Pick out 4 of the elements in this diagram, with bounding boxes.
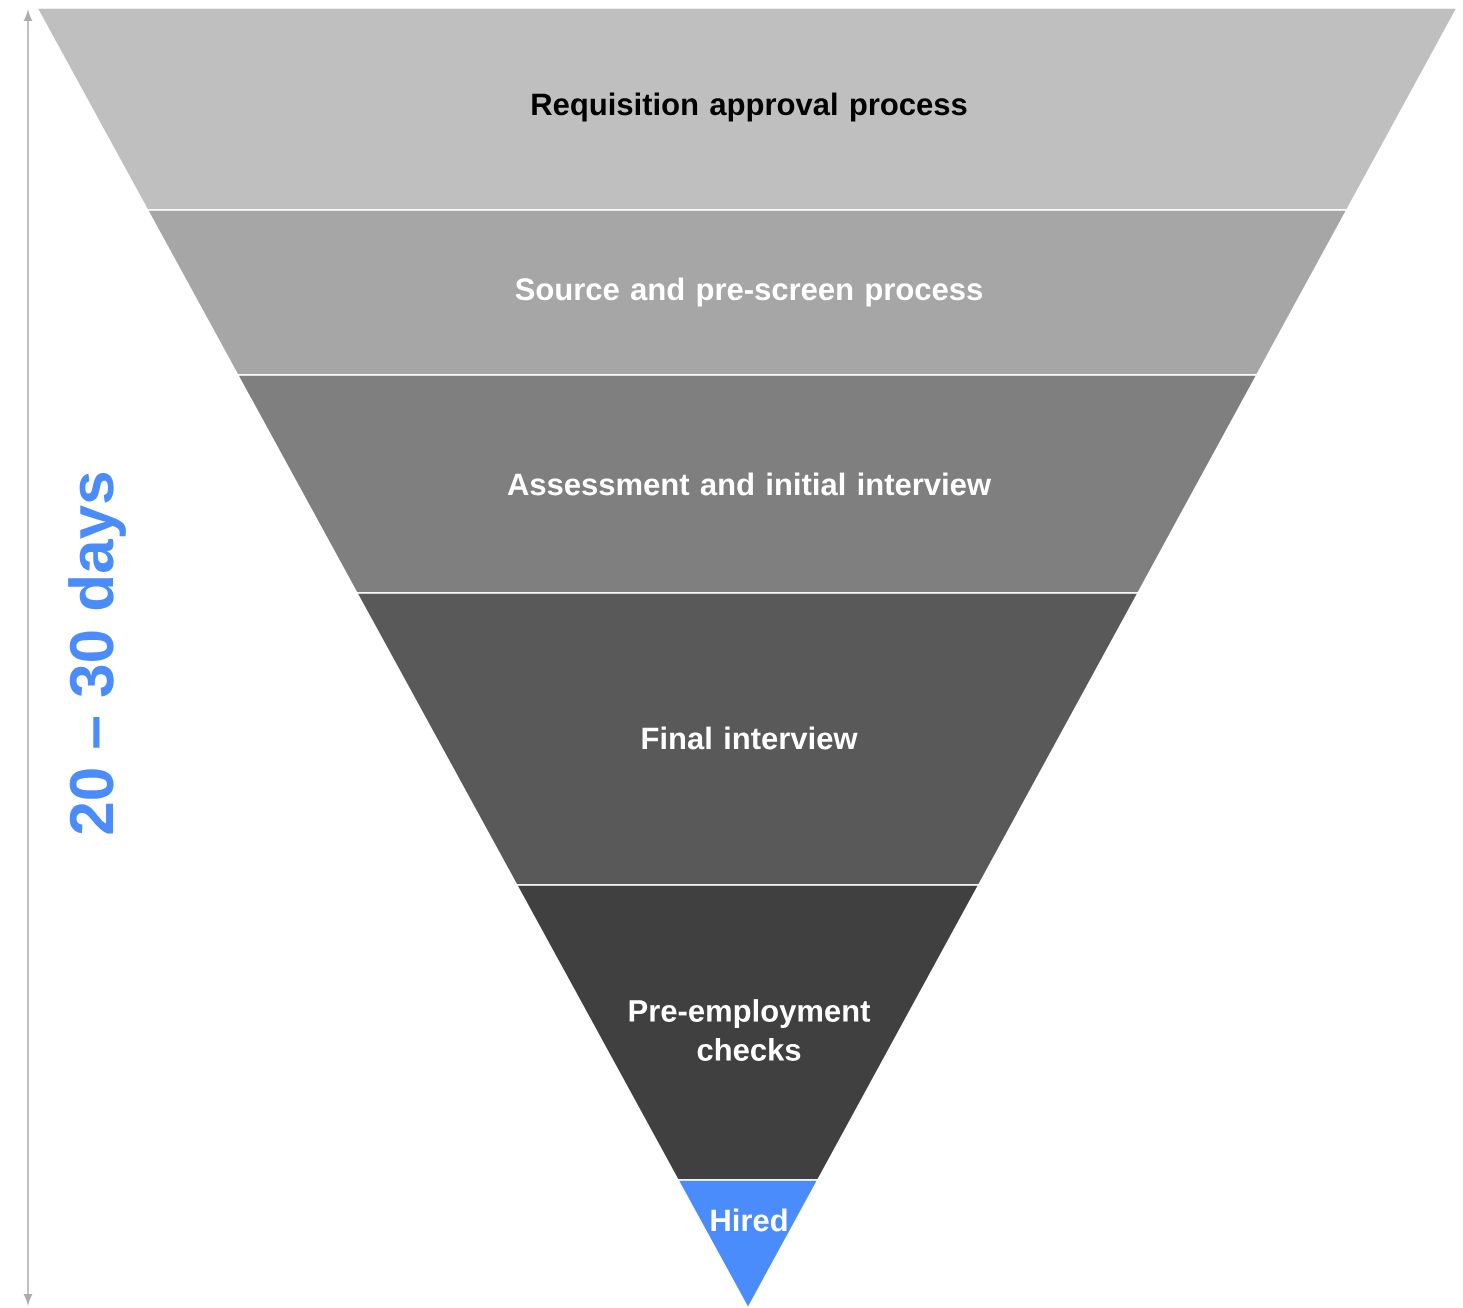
funnel-band: Pre-employment checks [515,884,980,1181]
duration-label: 20 – 30 days [68,472,126,834]
funnel-band: Assessment and initial interview [236,374,1259,594]
funnel-band: Source and pre-screen process [146,209,1349,376]
